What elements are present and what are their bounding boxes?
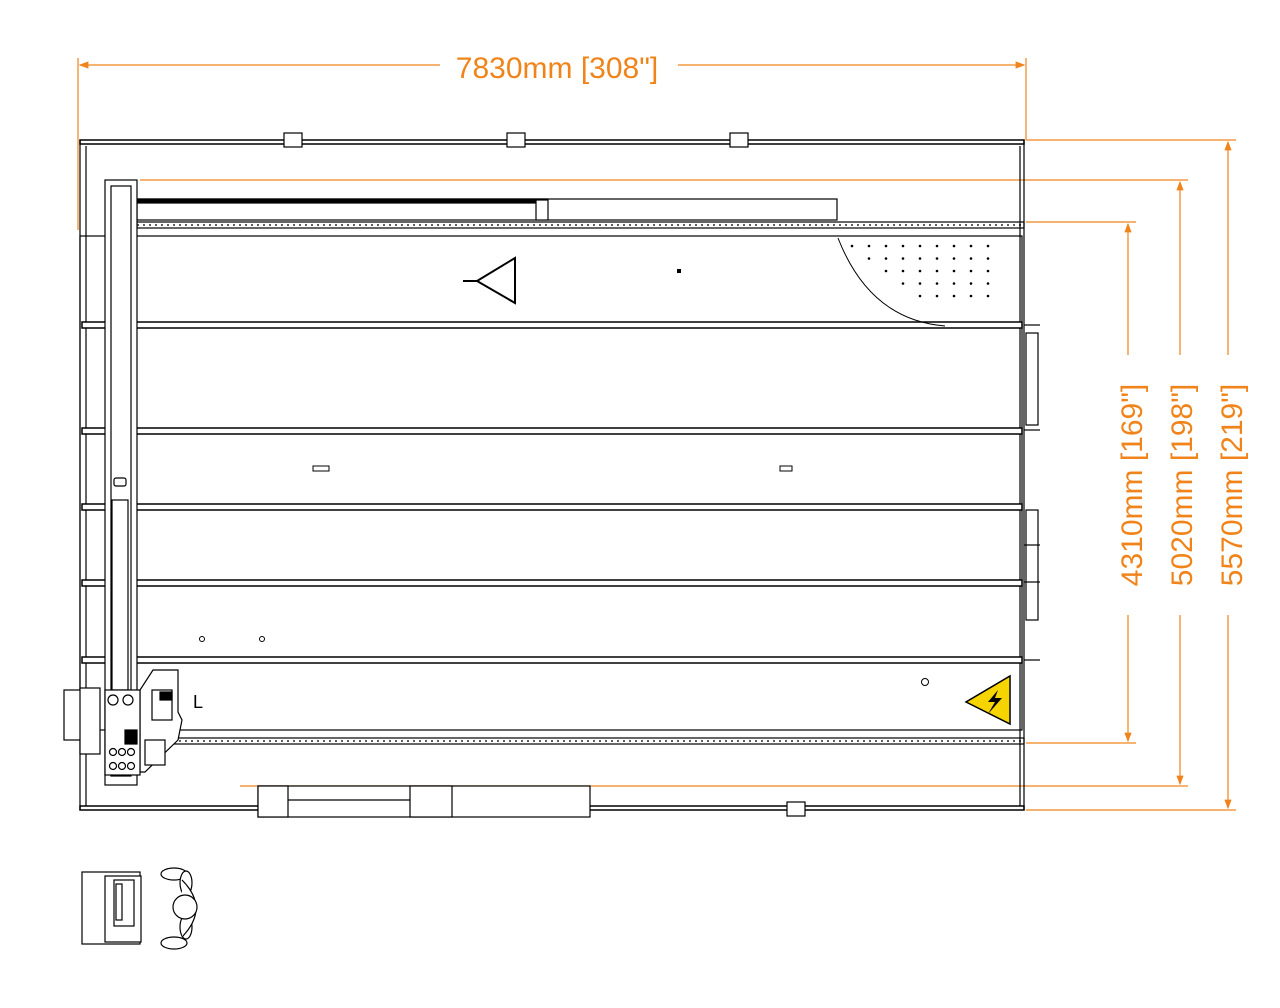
side-handles xyxy=(1024,324,1040,661)
table-frame xyxy=(79,132,1025,817)
vacuum-hole xyxy=(969,269,973,273)
vacuum-hole xyxy=(969,244,973,248)
dimension-lines xyxy=(77,58,1236,811)
vacuum-hole xyxy=(850,244,854,248)
vacuum-hole xyxy=(901,269,905,273)
gantry-beam xyxy=(104,179,138,786)
vacuum-hole xyxy=(918,257,922,260)
cutting-head xyxy=(63,669,183,776)
vacuum-hole xyxy=(918,282,922,285)
vacuum-hole xyxy=(986,257,990,260)
vacuum-hole xyxy=(935,294,939,298)
corner-mark-label: L xyxy=(193,692,203,712)
vacuum-hole xyxy=(952,282,956,285)
bottom-carriage xyxy=(257,785,591,818)
vacuum-hole xyxy=(952,244,956,248)
table-depth-dimension-label: 4310mm [169"] xyxy=(1116,384,1149,586)
vacuum-hole xyxy=(884,269,888,273)
vacuum-hole xyxy=(952,269,956,273)
vacuum-hole xyxy=(884,244,888,248)
operator-figure-icon xyxy=(160,867,198,950)
vacuum-hole xyxy=(986,294,990,298)
rail-depth-dimension-label: 5020mm [198"] xyxy=(1166,384,1199,586)
vacuum-hole xyxy=(952,257,956,260)
vacuum-hole xyxy=(918,294,922,298)
top-beam xyxy=(136,198,838,221)
vacuum-hole xyxy=(986,244,990,248)
total-depth-dimension-label: 5570mm [219"] xyxy=(1216,384,1249,586)
vacuum-hole xyxy=(952,294,956,298)
vacuum-hole xyxy=(969,282,973,285)
vacuum-hole xyxy=(901,257,905,260)
vacuum-hole xyxy=(986,282,990,285)
vacuum-hole xyxy=(935,257,939,260)
width-dimension-label: 7830mm [308"] xyxy=(456,52,658,85)
vacuum-holes xyxy=(837,237,990,327)
vacuum-hole xyxy=(935,244,939,248)
table-slats xyxy=(81,321,1023,664)
vacuum-hole xyxy=(935,282,939,285)
vacuum-hole xyxy=(901,244,905,248)
vacuum-hole xyxy=(867,244,871,248)
vacuum-hole xyxy=(884,257,888,260)
vacuum-hole xyxy=(935,269,939,273)
operator-console-icon xyxy=(81,871,142,945)
vacuum-hole xyxy=(867,257,871,260)
vacuum-hole xyxy=(969,294,973,298)
vacuum-hole xyxy=(901,282,905,285)
vacuum-hole xyxy=(918,244,922,248)
direction-arrow-icon xyxy=(463,256,516,305)
vacuum-hole xyxy=(918,269,922,273)
electrical-warning-icon xyxy=(964,674,1011,726)
vacuum-hole xyxy=(986,269,990,273)
vacuum-hole xyxy=(969,257,973,260)
